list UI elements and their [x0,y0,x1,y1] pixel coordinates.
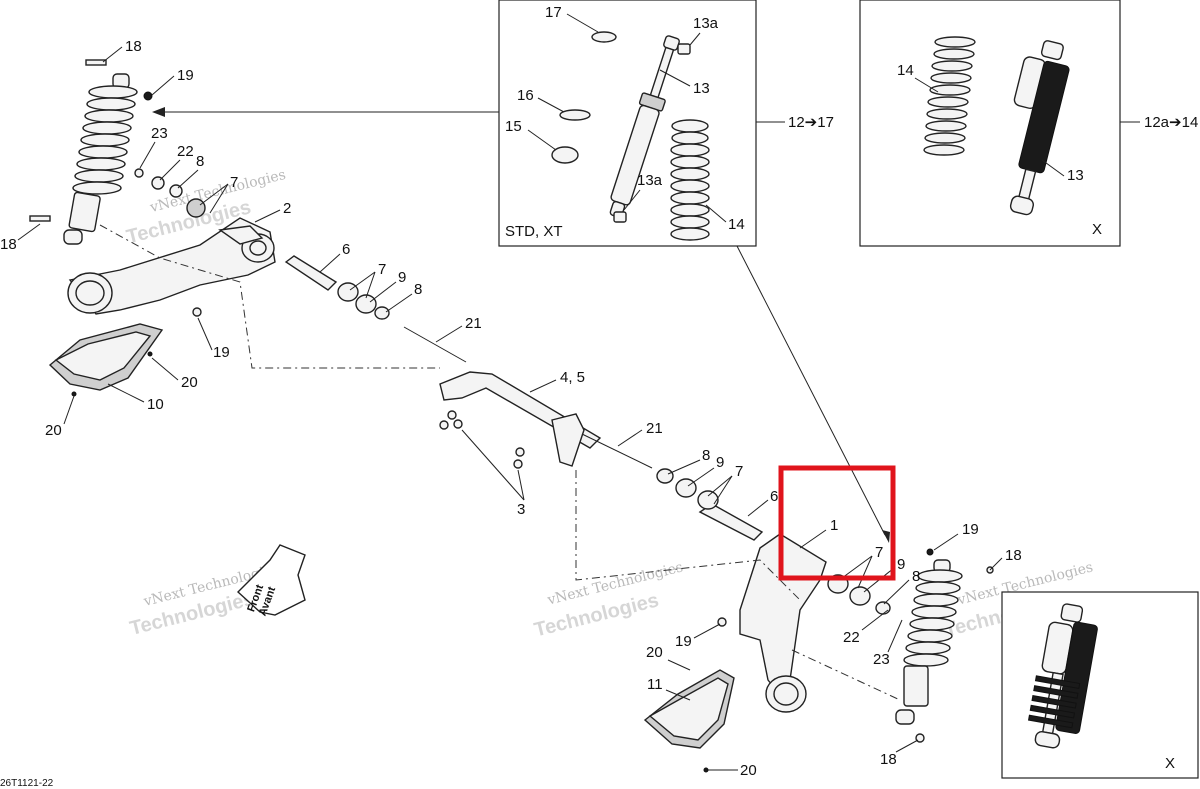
callout-21-b: 21 [646,420,663,437]
inset-std-xt-caption: STD, XT [505,223,563,240]
skid-plate-left [48,323,164,397]
callout-18-c: 18 [1005,547,1022,564]
callout-14: 14 [728,216,745,233]
callout-14-x: 14 [897,62,914,79]
callout-19-b: 19 [213,344,230,361]
callout-9-c: 9 [897,556,905,573]
callout-20-d: 20 [740,762,757,779]
callout-19-c: 19 [962,521,979,538]
inset-x-bottom-box [1001,591,1199,779]
callout-19: 19 [177,67,194,84]
callout-23-b: 23 [873,651,890,668]
callout-11: 11 [647,676,663,693]
frame-bracket [439,371,653,469]
callout-15: 15 [505,118,522,135]
shock-std-inset [551,31,710,241]
swing-arm-left [67,217,276,317]
shock-x-top-inset [923,36,1070,216]
skid-plate-right [643,669,735,749]
callout-1: 1 [830,517,838,534]
callout-13a: 13a [693,15,719,32]
callout-10: 10 [147,396,164,413]
inset-std-ref: 12➔17 [788,114,834,131]
callout-8-c: 8 [702,447,710,464]
callout-16: 16 [517,87,534,104]
arrow-head-icon [152,107,165,117]
callout-8: 8 [196,153,204,170]
callout-7: 7 [230,174,238,191]
inset-x-ref: 12a➔14 [1144,114,1198,131]
inset-x-top-box [859,0,1121,247]
callout-7-c: 7 [735,463,743,480]
callout-2: 2 [283,200,291,217]
callout-18-d: 18 [880,751,897,768]
callout-22: 22 [177,143,194,160]
front-arrow-icon: Front Avant [236,544,306,618]
shock-x-bottom-inset [1027,603,1098,749]
inset-x-top-caption: X [1092,221,1102,238]
callout-20: 20 [181,374,198,391]
callout-22-b: 22 [843,629,860,646]
callout-13-x: 13 [1067,167,1084,184]
callout-23: 23 [151,125,168,142]
callout-8-b: 8 [414,281,422,298]
callout-13: 13 [693,80,710,97]
callout-21: 21 [465,315,482,332]
callout-19-d: 19 [675,633,692,650]
callout-20-c: 20 [646,644,663,661]
shock-absorber-right [895,548,994,743]
callout-4-5: 4, 5 [560,369,585,386]
callout-9-b: 9 [716,454,724,471]
callout-7-b: 7 [378,261,386,278]
swing-arm-right [656,468,891,713]
callout-labels: 18 19 23 22 8 7 2 18 6 7 9 8 19 20 10 20… [0,38,1022,779]
callout-8-d: 8 [912,568,920,585]
callout-18-b: 18 [0,236,17,253]
callout-3: 3 [517,501,525,518]
highlight-box [778,465,896,581]
callout-7-d: 7 [875,544,883,561]
callout-6-b: 6 [770,488,778,505]
drawing-code: 26T1121-22 [0,778,54,789]
callout-20-b: 20 [45,422,62,439]
callout-9: 9 [398,269,406,286]
watermark-center: vNext Technologies Technologies [532,559,685,641]
callout-17: 17 [545,4,562,21]
shock-absorber-left [29,59,206,245]
callout-6: 6 [342,241,350,258]
callout-18: 18 [125,38,142,55]
callout-13a-2: 13a [637,172,663,189]
inset-x-bottom-caption: X [1165,755,1175,772]
shaft-left [284,255,467,363]
inset-std-xt-box [498,0,757,247]
